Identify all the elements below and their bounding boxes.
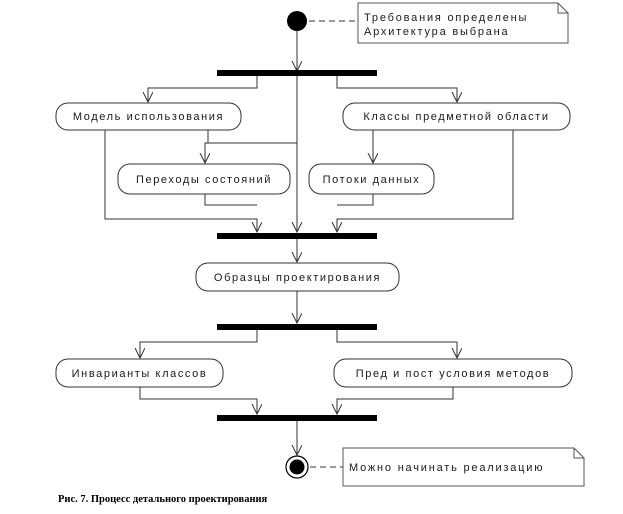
join-bar-2 <box>217 233 377 239</box>
end-node <box>289 459 305 475</box>
use-model-label: Модель использования <box>73 111 224 123</box>
fork-bar-3 <box>217 324 377 330</box>
state-transitions-label: Переходы состояний <box>136 174 272 186</box>
fork-bar-1 <box>217 70 377 76</box>
data-flows-activity <box>308 163 435 195</box>
figure-caption: Рис. 7. Процесс детального проектировани… <box>58 494 268 505</box>
design-patterns-label: Образцы проектирования <box>214 272 381 284</box>
class-invariants-label: Инварианты классов <box>72 368 208 380</box>
start-note <box>357 2 569 44</box>
start-note-line2: Архитектура выбрана <box>364 26 509 38</box>
start-node <box>287 11 307 31</box>
domain-classes-activity <box>342 102 571 131</box>
start-note-line1: Требования определены <box>364 12 528 24</box>
join-bar-4 <box>217 415 377 421</box>
use-model-activity <box>55 102 242 131</box>
state-transitions-activity <box>117 163 291 195</box>
domain-classes-label: Классы предметной области <box>363 111 549 123</box>
data-flows-label: Потоки данных <box>323 174 421 186</box>
pre-post-conditions-label: Пред и пост условия методов <box>356 368 550 380</box>
end-note-label: Можно начинать реализацию <box>349 462 544 474</box>
end-note <box>342 447 585 487</box>
